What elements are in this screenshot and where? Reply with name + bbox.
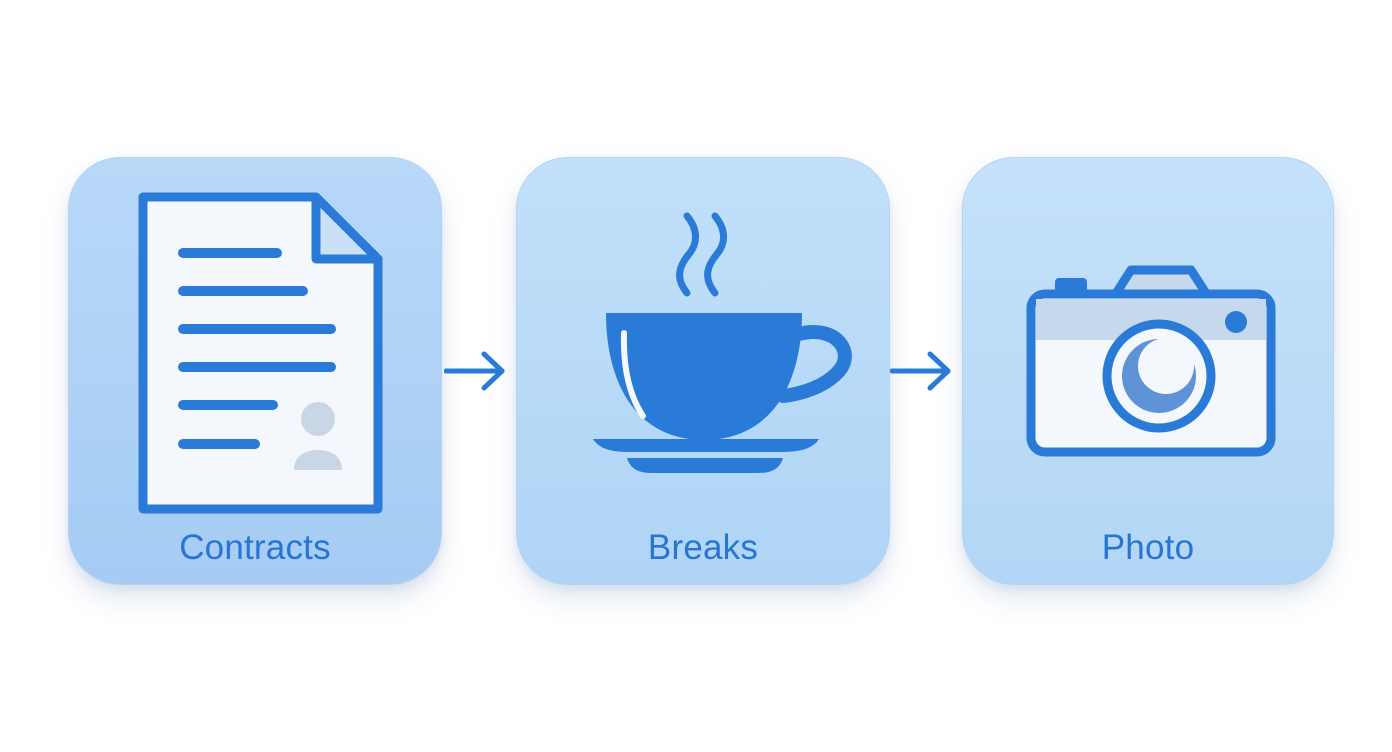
arrow-right-icon [444, 351, 505, 391]
steam-icon [676, 212, 727, 297]
step-label: Photo [1101, 528, 1195, 567]
avatar-placeholder-icon [294, 402, 342, 470]
step-card-contracts[interactable]: Contracts [68, 157, 442, 585]
camera-icon [1026, 265, 1276, 457]
step-label: Breaks [647, 528, 759, 567]
arrow-right-icon [890, 351, 951, 391]
coffee-cup-icon [593, 212, 852, 473]
document-icon [138, 192, 383, 514]
step-card-breaks[interactable]: Breaks [516, 157, 890, 585]
step-card-photo[interactable]: Photo [962, 157, 1334, 585]
step-label: Contracts [179, 528, 331, 567]
